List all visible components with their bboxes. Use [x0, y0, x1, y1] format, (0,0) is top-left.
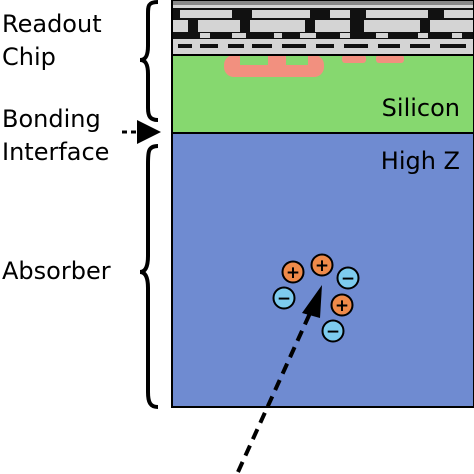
particle-arrowhead-icon: [302, 285, 322, 318]
svg-text:−: −: [326, 322, 340, 342]
bonding-interface-label-line1: Bonding: [2, 105, 101, 133]
hole-charge: +: [330, 293, 354, 317]
readout-chip-label-line1: Readout: [2, 10, 102, 38]
electron-charge: −: [321, 319, 345, 343]
svg-text:+: +: [335, 296, 349, 316]
hole-charge: +: [281, 260, 305, 284]
electron-charge: −: [336, 266, 360, 290]
svg-text:+: +: [286, 263, 300, 283]
svg-text:−: −: [277, 289, 291, 309]
readout-chip-label-line2: Chip: [2, 43, 56, 71]
hole-charge: +: [310, 253, 334, 277]
readout-chip-brace: [139, 0, 159, 122]
readout-metal-stack: [171, 0, 474, 56]
bonding-interface-label-line2: Interface: [2, 138, 109, 166]
incident-particle-track: [236, 299, 318, 473]
absorber-label: Absorber: [2, 257, 111, 285]
silicon-label: Silicon: [382, 94, 460, 122]
electron-charge: −: [272, 286, 296, 310]
high-z-label: High Z: [381, 147, 460, 175]
implant-regions: [224, 55, 404, 77]
svg-text:+: +: [315, 256, 329, 276]
svg-text:−: −: [341, 269, 355, 289]
absorber-brace: [139, 144, 159, 409]
